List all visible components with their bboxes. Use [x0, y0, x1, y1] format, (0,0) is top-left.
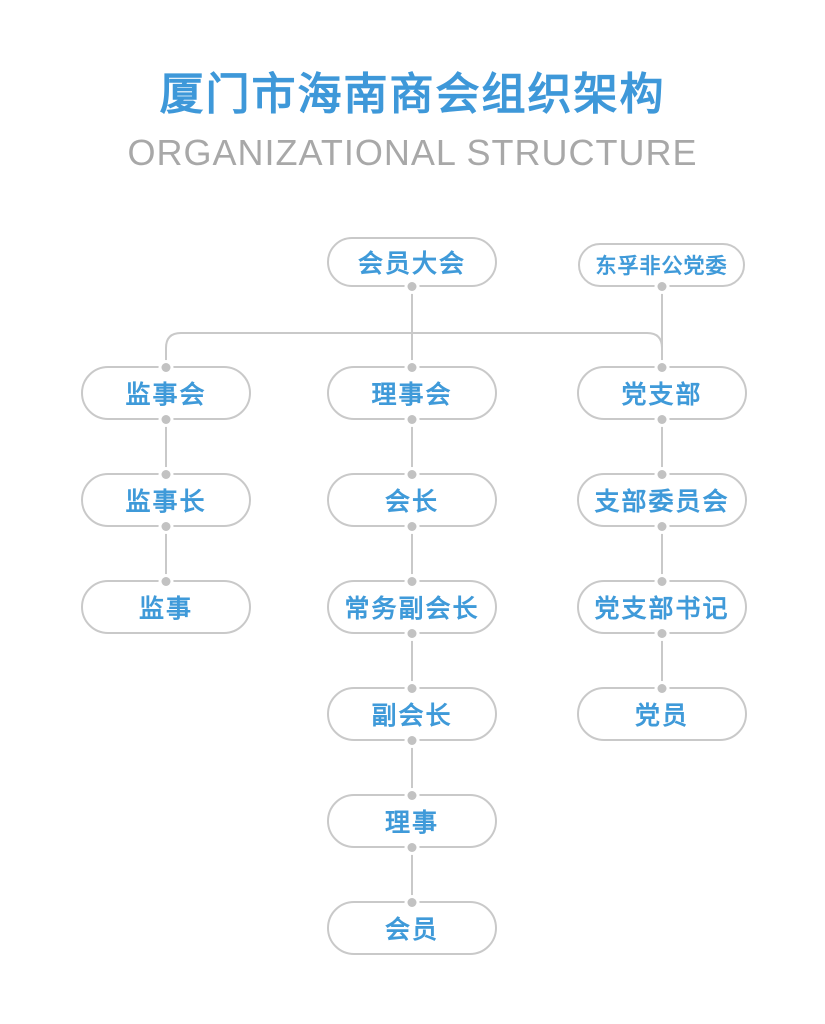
connector-dot [407, 469, 417, 479]
org-node-president: 会长 [327, 469, 497, 531]
connector-dot [657, 362, 667, 372]
org-node-label: 理事会 [371, 381, 453, 409]
org-node-label: 副会长 [371, 702, 453, 730]
connector-dot [407, 897, 417, 907]
connector-dot [657, 521, 667, 531]
connector-dot [407, 735, 417, 745]
org-node-label: 监事长 [125, 488, 207, 516]
org-node-supervisory-board: 监事会 [81, 362, 251, 424]
org-node-label: 监事 [138, 595, 193, 623]
connector-dot [657, 469, 667, 479]
org-node-label: 党支部书记 [594, 595, 730, 623]
org-node-label: 东孚非公党委 [595, 255, 728, 278]
connector-dot [407, 790, 417, 800]
page-header: 厦门市海南商会组织架构 ORGANIZATIONAL STRUCTURE [0, 68, 825, 174]
org-node-label: 常务副会长 [344, 595, 480, 623]
connector-dot [657, 414, 667, 424]
connector-dot [657, 281, 666, 291]
connector-dot [161, 362, 171, 372]
connector-dot [407, 362, 417, 372]
org-node-members-assembly: 会员大会 [327, 237, 497, 291]
connector-dot [657, 576, 667, 586]
connector-dot [407, 683, 417, 693]
org-node-label: 理事 [384, 809, 439, 837]
org-node-party-member: 党员 [577, 683, 747, 741]
org-node-supervisor: 监事 [81, 576, 251, 634]
org-node-director: 理事 [327, 790, 497, 852]
connector-dot [407, 628, 417, 638]
org-node-branch-committee: 支部委员会 [577, 469, 747, 531]
connector-dot [161, 576, 171, 586]
org-node-label: 会员大会 [357, 250, 466, 278]
org-node-label: 支部委员会 [594, 488, 730, 516]
org-node-chief-supervisor: 监事长 [81, 469, 251, 531]
connector-dot [407, 414, 417, 424]
org-node-council: 理事会 [327, 362, 497, 424]
org-node-party-branch-secretary: 党支部书记 [577, 576, 747, 638]
org-node-label: 监事会 [125, 381, 207, 409]
org-node-party-branch: 党支部 [577, 362, 747, 424]
org-node-vice-president: 副会长 [327, 683, 497, 745]
connector-dot [657, 628, 667, 638]
connector-dot [161, 469, 171, 479]
page-subtitle: ORGANIZATIONAL STRUCTURE [127, 132, 698, 173]
connector-dot [657, 683, 667, 693]
org-node-dongfu-non-public-party-committee: 东孚非公党委 [578, 243, 745, 291]
org-node-label: 会长 [384, 488, 439, 516]
connector-dot [407, 281, 417, 291]
connector-dot [161, 521, 171, 531]
org-node-member: 会员 [327, 897, 497, 955]
connector-dot [407, 842, 417, 852]
org-node-label: 会员 [384, 916, 439, 944]
connector-dot [407, 576, 417, 586]
org-node-executive-vice-president: 常务副会长 [327, 576, 497, 638]
org-node-label: 党员 [634, 702, 689, 730]
connector-dot [161, 414, 171, 424]
org-node-label: 党支部 [621, 381, 703, 409]
connector-dot [407, 521, 417, 531]
page-title: 厦门市海南商会组织架构 [159, 70, 666, 119]
